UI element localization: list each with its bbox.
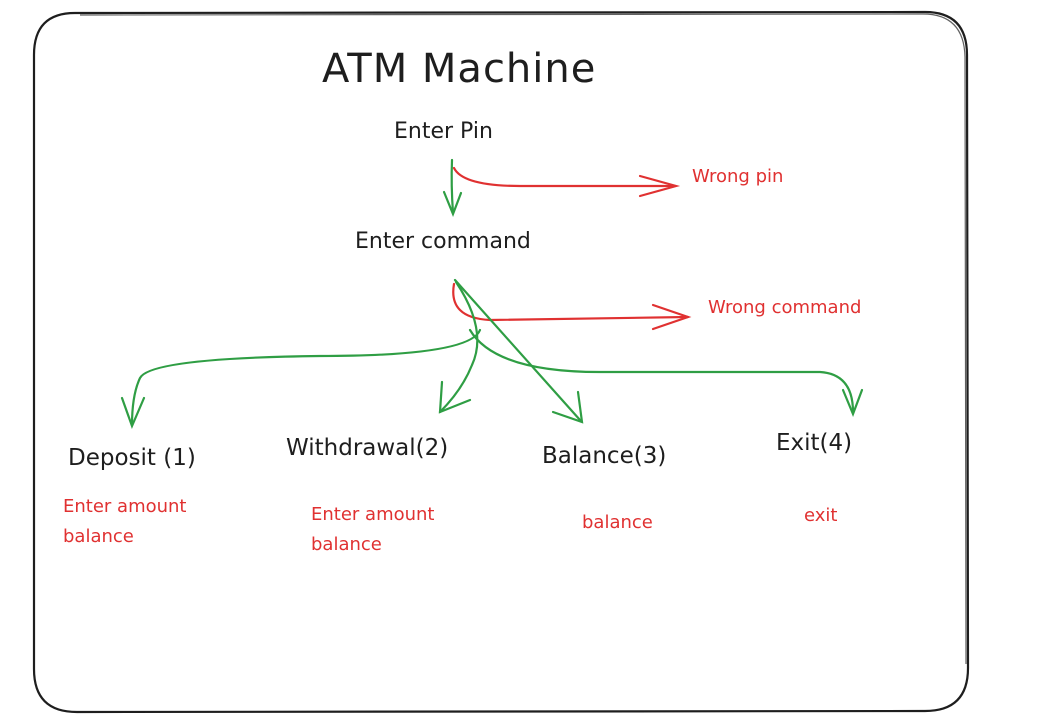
option-deposit: Deposit (1) <box>68 445 196 471</box>
arrow-to-balance <box>453 278 584 424</box>
frame-border-sketch <box>79 13 967 665</box>
option-balance: Balance(3) <box>542 443 667 469</box>
arrow-to-exit <box>468 328 864 417</box>
node-enter-pin: Enter Pin <box>394 119 493 144</box>
frame-border <box>32 10 970 714</box>
arrow-wrong-command <box>452 282 692 331</box>
deposit-action: Enter amount balance <box>63 496 187 547</box>
option-exit: Exit(4) <box>776 430 853 456</box>
arrow-pin-to-command <box>442 158 463 217</box>
withdrawal-action: Enter amount balance <box>311 504 435 555</box>
error-wrong-pin: Wrong pin <box>692 166 784 187</box>
arrow-wrong-pin <box>452 166 681 198</box>
exit-action: exit <box>804 505 838 526</box>
balance-action: balance <box>582 512 653 533</box>
option-withdrawal: Withdrawal(2) <box>286 435 449 461</box>
diagram-title: ATM Machine <box>322 46 597 92</box>
arrow-to-deposit <box>120 328 482 430</box>
error-wrong-command: Wrong command <box>708 297 862 318</box>
arrow-to-withdrawal <box>438 280 479 414</box>
node-enter-command: Enter command <box>355 229 531 254</box>
